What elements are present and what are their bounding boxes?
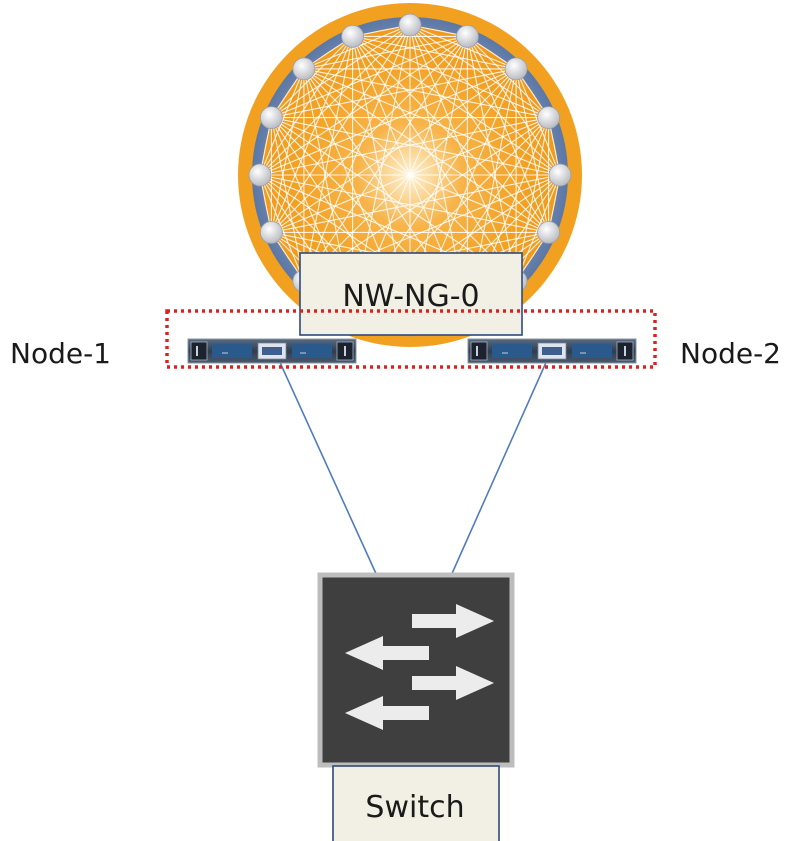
mesh-link xyxy=(260,174,305,282)
link-node-1-switch xyxy=(277,357,379,579)
mesh-link xyxy=(270,117,305,282)
node-2-server[interactable] xyxy=(467,338,637,364)
mesh-node xyxy=(292,57,316,81)
mesh-link xyxy=(466,36,560,176)
node-2-label: Node-2 xyxy=(680,337,781,370)
arrow-right-icon xyxy=(412,614,458,628)
mesh-link xyxy=(270,68,305,233)
mesh-link xyxy=(303,36,468,282)
switch-label: Switch xyxy=(365,790,464,825)
mesh-link xyxy=(409,25,549,119)
mesh-node xyxy=(259,220,283,244)
mesh-node xyxy=(259,106,283,129)
arrow-left-head-icon xyxy=(345,696,383,730)
mesh-link xyxy=(260,36,354,176)
connection-links xyxy=(277,357,549,579)
mesh-node xyxy=(548,163,572,187)
mesh-node xyxy=(537,220,560,244)
switch-device[interactable]: Switch xyxy=(317,572,515,841)
mesh-link xyxy=(515,68,550,233)
mesh-link xyxy=(352,35,560,176)
mesh-node xyxy=(537,106,560,129)
mesh-link xyxy=(271,68,517,233)
mesh-node xyxy=(504,57,528,81)
switch-label-box: Switch xyxy=(332,765,500,841)
mesh-link xyxy=(303,68,560,176)
mesh-link xyxy=(352,36,549,233)
arrow-left-icon xyxy=(381,646,429,660)
arrow-left-icon xyxy=(381,706,429,720)
arrow-left-head-icon xyxy=(345,636,383,670)
mesh-link xyxy=(270,36,354,233)
rack-server-icon xyxy=(187,338,357,364)
node-group-label: NW-NG-0 xyxy=(299,252,523,336)
node-group-outline xyxy=(165,309,657,369)
mesh-link xyxy=(303,68,549,233)
mesh-node xyxy=(398,13,422,37)
mesh-link xyxy=(303,35,468,70)
mesh-link xyxy=(352,35,517,70)
mesh-link xyxy=(260,174,549,233)
mesh-link xyxy=(271,117,560,176)
mesh-link xyxy=(271,25,411,119)
network-switch-icon xyxy=(317,572,515,768)
mesh-node xyxy=(455,25,479,48)
mesh-node xyxy=(341,25,365,48)
mesh-link xyxy=(352,35,549,119)
mesh-node xyxy=(248,163,272,187)
mesh-link xyxy=(260,68,305,176)
mesh-link xyxy=(303,36,354,282)
rack-server-icon xyxy=(467,338,637,364)
arrow-right-head-icon xyxy=(456,666,494,700)
arrow-right-icon xyxy=(412,676,458,690)
mesh-link xyxy=(271,36,353,118)
link-node-2-switch xyxy=(449,357,549,579)
node-1-server[interactable] xyxy=(187,338,357,364)
node-group-name: NW-NG-0 xyxy=(342,279,479,314)
arrow-right-head-icon xyxy=(456,604,494,638)
mesh-link xyxy=(271,174,560,233)
mesh-link xyxy=(260,117,549,176)
node-1-label: Node-1 xyxy=(10,337,111,370)
mesh-link xyxy=(352,36,517,282)
